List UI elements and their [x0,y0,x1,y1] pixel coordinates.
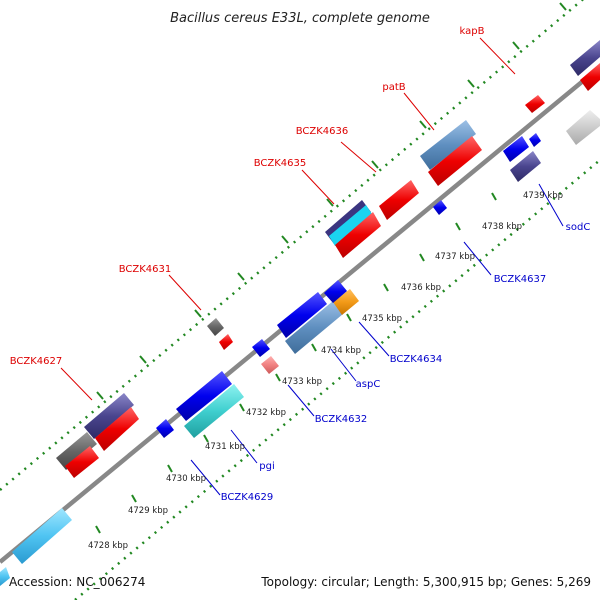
gene-bczk4624[interactable] [0,567,10,586]
label-sodc[interactable]: sodC [566,222,591,233]
map-title: Bacillus cereus E33L, complete genome [170,11,430,26]
gene-bczk4629[interactable] [156,419,174,438]
label-bczk4627[interactable]: BCZK4627 [10,356,63,367]
gene-sodc-c[interactable] [529,133,541,147]
topology-text: Topology: circular; Length: 5,300,915 bp… [260,575,591,589]
lower-leaders [190,183,564,496]
label-bczk4629[interactable]: BCZK4629 [221,492,274,503]
outer-dotted-ring [0,0,585,491]
upper-ring-ticks [96,2,567,400]
label-bczk4635[interactable]: BCZK4635 [254,158,307,169]
gene-kapb[interactable] [525,95,545,113]
label-bczk4631[interactable]: BCZK4631 [119,264,172,275]
kbp-label-4739: 4739 kbp [523,191,563,201]
label-patb[interactable]: patB [382,82,405,93]
gene-bczk4633[interactable] [277,292,327,338]
gene-bczk4632b[interactable] [261,356,279,374]
gene-bczk4627b[interactable] [65,446,99,478]
gene-upper-right-b[interactable] [580,63,600,91]
kbp-label-4734: 4734 kbp [321,346,361,356]
reverse-genes [0,110,600,586]
kbp-label-4728: 4728 kbp [88,541,128,551]
upper-leaders [60,37,516,401]
kbp-label-4737: 4737 kbp [435,252,475,262]
forward-genes [56,40,600,478]
gene-bczk4627[interactable] [56,432,97,470]
gene-bczk4634[interactable] [333,289,359,315]
gene-right-gray[interactable] [566,110,600,145]
kbp-label-4730: 4730 kbp [166,474,206,484]
kbp-label-4731: 4731 kbp [205,442,245,452]
lower-ring-ticks [95,192,497,534]
gene-bczk4632[interactable] [252,339,270,357]
gene-bczk4637[interactable] [433,200,447,215]
gene-bczk4625[interactable] [12,508,72,564]
gene-bczk4636[interactable] [335,212,381,258]
label-bczk4632[interactable]: BCZK4632 [315,414,368,425]
label-bczk4637[interactable]: BCZK4637 [494,274,547,285]
label-pgi[interactable]: pgi [259,461,274,472]
gene-patb-b[interactable] [428,136,482,186]
lower-gene-labels: sodC BCZK4637 BCZK4634 aspC BCZK4632 pgi… [221,222,591,503]
gene-bczk4634b[interactable] [324,280,347,303]
label-bczk4634[interactable]: BCZK4634 [390,354,443,365]
kbp-label-4735: 4735 kbp [362,314,402,324]
gene-bczk4630[interactable] [176,371,232,421]
gene-bczk4628[interactable] [84,393,134,439]
gene-sodc-b[interactable] [510,151,541,182]
label-bczk4636[interactable]: BCZK4636 [296,126,349,137]
kbp-label-4733: 4733 kbp [282,377,322,387]
kbp-label-4736: 4736 kbp [401,283,441,293]
gene-pgi[interactable] [184,384,244,438]
accession-text: Accession: NC_006274 [9,575,145,589]
gene-bczk4631b[interactable] [219,334,233,350]
label-aspc[interactable]: aspC [356,379,381,390]
gene-bczk4635b[interactable] [329,205,372,246]
gene-sodc-a[interactable] [503,136,529,162]
gene-upper-right-a[interactable] [570,40,600,76]
gene-aspc[interactable] [285,301,343,354]
kbp-label-4738: 4738 kbp [482,222,522,232]
gene-patb[interactable] [420,120,476,170]
scale-labels: 4728 kbp 4729 kbp 4730 kbp 4731 kbp 4732… [88,191,563,551]
kbp-label-4732: 4732 kbp [246,408,286,418]
upper-gene-labels: kapB patB BCZK4636 BCZK4635 BCZK4631 BCZ… [10,26,485,367]
label-kapb[interactable]: kapB [460,26,485,37]
gene-bczk4631[interactable] [207,318,224,336]
kbp-label-4729: 4729 kbp [128,506,168,516]
gene-bczk4636b[interactable] [379,180,419,220]
gene-bczk4628b[interactable] [95,407,139,451]
